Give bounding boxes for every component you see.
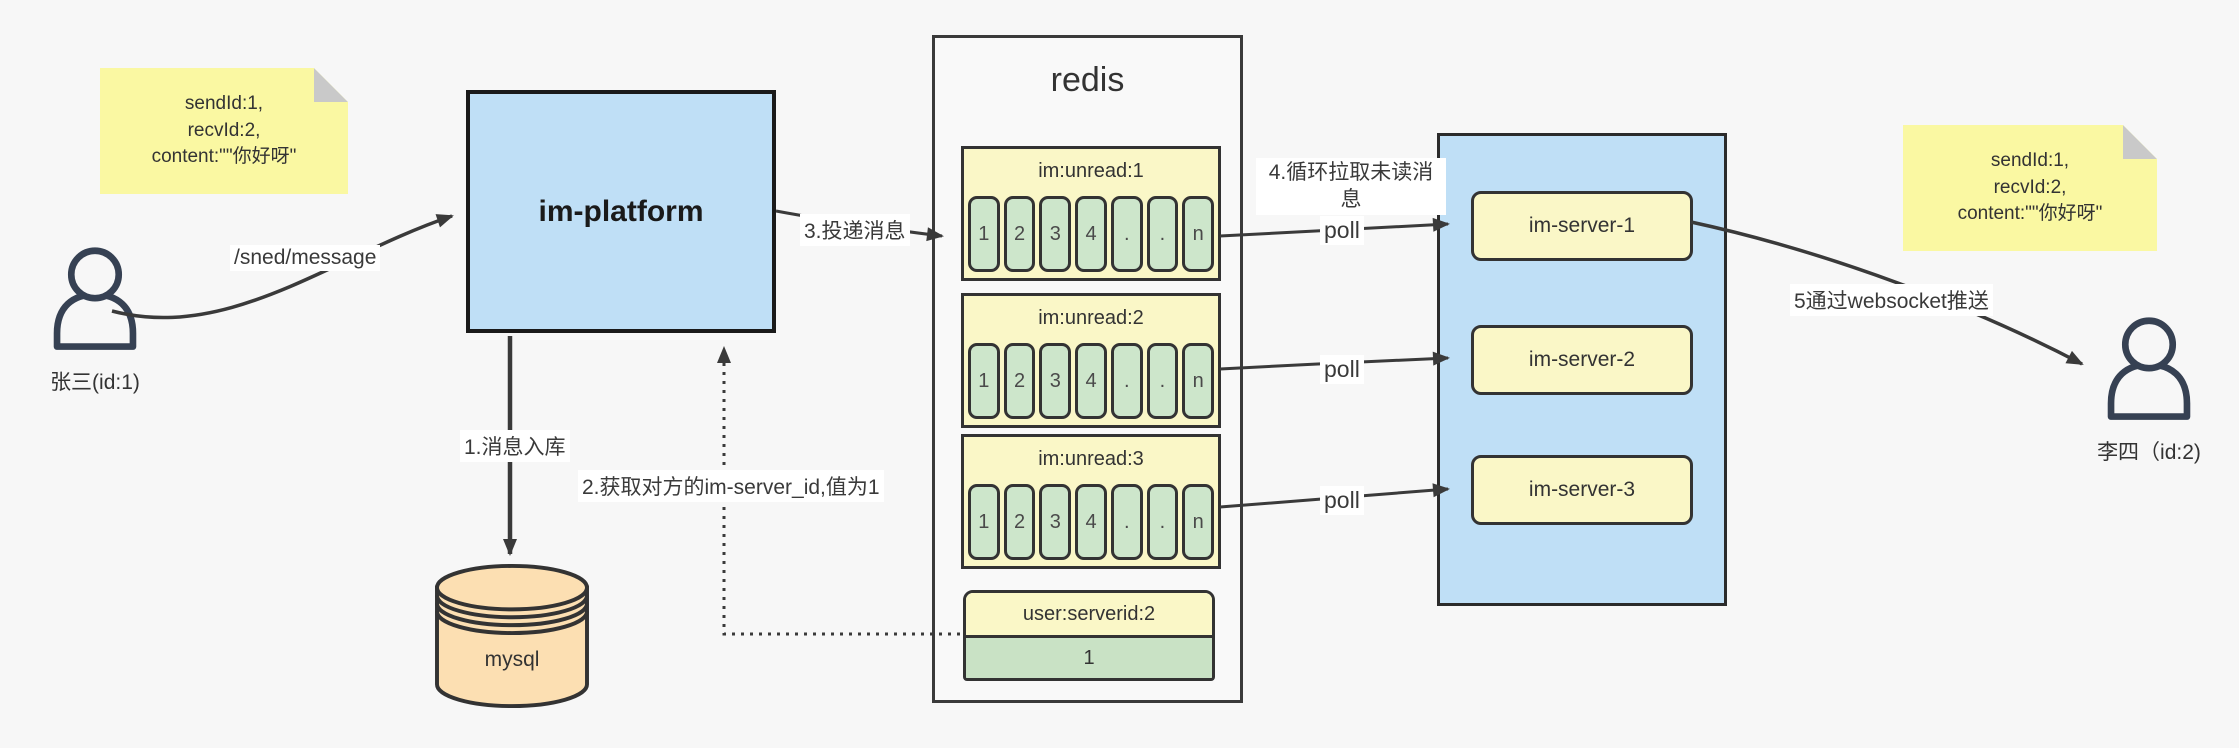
database-cylinder-icon bbox=[435, 563, 589, 709]
list-cell: . bbox=[1146, 343, 1179, 419]
server-label: im-server-1 bbox=[1528, 214, 1636, 237]
list-cell: 4 bbox=[1075, 484, 1107, 560]
list-header: im:unread:2 bbox=[1038, 306, 1144, 329]
sticky-note-right: sendId:1, recvId:2, content:""你好呀" bbox=[1903, 125, 2157, 251]
note-line: content:""你好呀" bbox=[151, 146, 297, 168]
edge-label-poll-1: poll bbox=[1320, 216, 1364, 245]
server-node-2: im-server-2 bbox=[1471, 325, 1693, 395]
list-cell: n bbox=[1182, 343, 1215, 419]
kv-key: user:serverid:2 bbox=[966, 593, 1212, 638]
actor-receiver-label: 李四（id:2) bbox=[2097, 441, 2201, 464]
server-cluster-container: im-server-1 im-server-2 im-server-3 bbox=[1437, 133, 1727, 606]
platform-title: im-platform bbox=[538, 194, 704, 228]
note-line: recvId:2, bbox=[187, 119, 261, 141]
platform-node: im-platform bbox=[466, 90, 776, 333]
list-cell: . bbox=[1110, 343, 1143, 419]
redis-list-unread-1: im:unread:1 1 2 3 4 . . n bbox=[961, 146, 1221, 281]
redis-container: redis im:unread:1 1 2 3 4 . . n im:unrea… bbox=[932, 35, 1243, 703]
list-cell: 3 bbox=[1039, 343, 1072, 419]
edge-label-send: /sned/message bbox=[230, 245, 381, 271]
list-cell: n bbox=[1182, 196, 1215, 272]
person-icon bbox=[53, 247, 137, 350]
list-cells: 1 2 3 4 . . n bbox=[968, 343, 1215, 419]
list-header: im:unread:3 bbox=[1038, 447, 1144, 470]
list-cell: . bbox=[1110, 484, 1143, 560]
list-cell: 1 bbox=[968, 484, 1000, 560]
note-line: sendId:1, bbox=[1990, 149, 2070, 171]
list-cell: 2 bbox=[1003, 343, 1036, 419]
list-cell: 3 bbox=[1039, 484, 1072, 560]
redis-kv-box: user:serverid:2 1 bbox=[963, 590, 1215, 681]
redis-list-unread-3: im:unread:3 1 2 3 4 . . n bbox=[961, 434, 1221, 569]
server-node-1: im-server-1 bbox=[1471, 191, 1693, 261]
list-cell: . bbox=[1110, 196, 1143, 272]
edge-label-step2: 2.获取对方的im-server_id,值为1 bbox=[578, 470, 884, 502]
list-cell: . bbox=[1146, 484, 1179, 560]
edge-label-step3: 3.投递消息 bbox=[800, 214, 910, 246]
list-cell: 1 bbox=[968, 196, 1000, 272]
sticky-note-left: sendId:1, recvId:2, content:""你好呀" bbox=[100, 68, 348, 194]
redis-title: redis bbox=[1050, 61, 1125, 99]
mysql-label: mysql bbox=[484, 648, 540, 671]
actor-sender-label: 张三(id:1) bbox=[50, 371, 140, 394]
list-cell: 2 bbox=[1003, 196, 1036, 272]
list-cell: 2 bbox=[1003, 484, 1036, 560]
list-cells: 1 2 3 4 . . n bbox=[968, 196, 1215, 272]
edge-label-step4: 4.循环拉取未读消息 bbox=[1256, 158, 1446, 215]
server-node-3: im-server-3 bbox=[1471, 455, 1693, 525]
note-line: recvId:2, bbox=[1993, 176, 2067, 198]
note-fold-icon bbox=[314, 68, 348, 102]
kv-value: 1 bbox=[966, 638, 1212, 678]
list-cell: 3 bbox=[1039, 196, 1072, 272]
note-line: sendId:1, bbox=[184, 92, 264, 114]
server-label: im-server-3 bbox=[1528, 478, 1636, 501]
person-icon bbox=[2107, 317, 2191, 420]
edge-label-poll-3: poll bbox=[1320, 486, 1364, 515]
list-header: im:unread:1 bbox=[1038, 159, 1144, 182]
redis-list-unread-2: im:unread:2 1 2 3 4 . . n bbox=[961, 293, 1221, 428]
note-line: content:""你好呀" bbox=[1957, 203, 2103, 225]
list-cell: n bbox=[1182, 484, 1215, 560]
list-cell: 4 bbox=[1075, 343, 1107, 419]
list-cell: 1 bbox=[968, 343, 1000, 419]
server-label: im-server-2 bbox=[1528, 348, 1636, 371]
edge-label-step1: 1.消息入库 bbox=[460, 430, 570, 462]
list-cell: 4 bbox=[1075, 196, 1107, 272]
edge-label-poll-2: poll bbox=[1320, 355, 1364, 384]
list-cells: 1 2 3 4 . . n bbox=[968, 484, 1215, 560]
note-fold-icon bbox=[2123, 125, 2157, 159]
edge-label-step5: 5通过websocket推送 bbox=[1790, 284, 1993, 316]
list-cell: . bbox=[1146, 196, 1179, 272]
